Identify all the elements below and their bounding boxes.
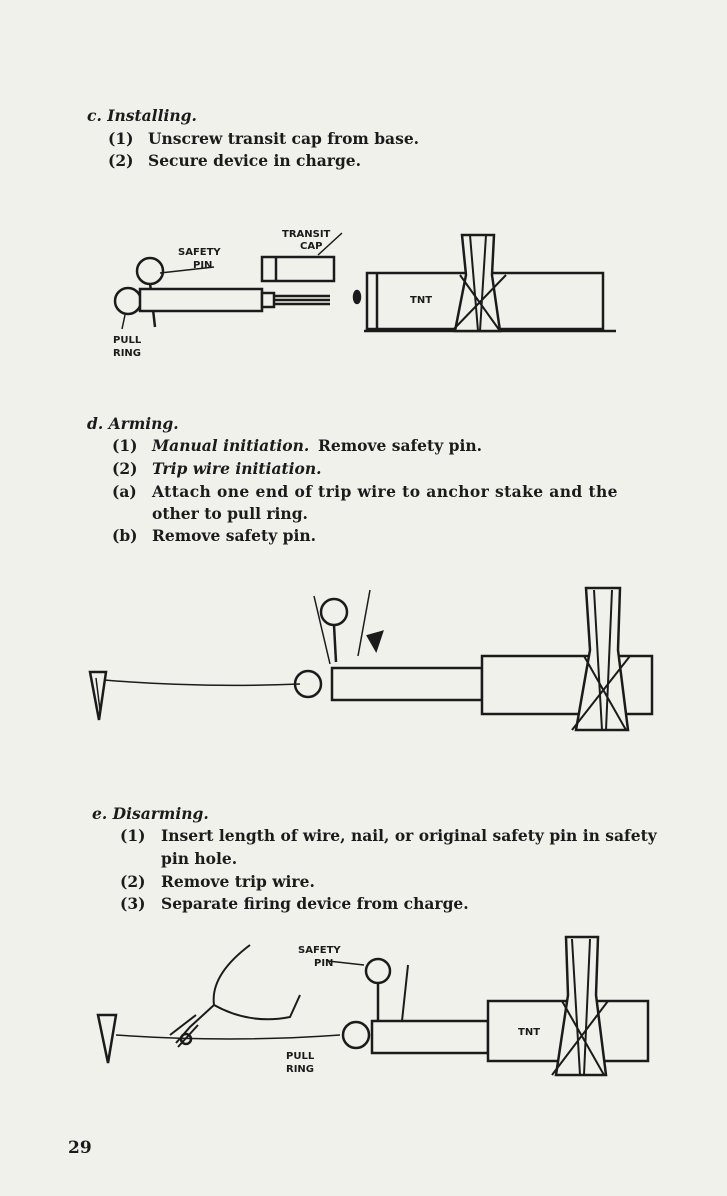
label-safety-pin: PIN <box>193 260 212 271</box>
safety-pin-icon <box>135 256 165 286</box>
step-number: (a) <box>112 482 137 501</box>
step-text-continued: pin hole. <box>161 849 238 868</box>
step-number: (1) <box>108 129 134 148</box>
label-pull-ring: RING <box>286 1064 314 1075</box>
step-number: (2) <box>120 872 146 891</box>
trip-wire <box>103 679 301 687</box>
pull-ring-icon <box>113 286 143 316</box>
arming-diagram <box>88 586 654 732</box>
disarming-diagram: SAFETY PIN PULL RING TNT <box>96 935 650 1077</box>
label-safety-pin: SAFETY <box>298 945 341 956</box>
label-tnt: TNT <box>410 295 432 306</box>
pull-ring-icon <box>293 669 323 699</box>
section-heading-arming: d. Arming. <box>87 414 179 433</box>
step-text-continued: other to pull ring. <box>152 504 308 523</box>
step-number: (b) <box>112 526 138 545</box>
label-tnt: TNT <box>518 1027 540 1038</box>
label-transit-cap: CAP <box>300 241 322 252</box>
section-heading-installing: c. Installing. <box>87 106 197 125</box>
anchor-stake <box>96 1013 118 1064</box>
step-number: (2) <box>108 151 134 170</box>
safety-pin-icon <box>319 597 349 627</box>
pull-ring-icon <box>341 1020 371 1050</box>
step-text: Insert length of wire, nail, or original… <box>161 826 657 845</box>
step-number: (3) <box>120 894 146 913</box>
step-lead: Trip wire initiation. <box>152 459 322 478</box>
step-text: Remove safety pin. <box>318 436 482 455</box>
step-number: (1) <box>112 436 138 455</box>
installing-diagram: TRANSIT CAP SAFETY PIN PULL RING TNT <box>113 229 616 359</box>
tnt-block <box>480 654 654 716</box>
step-text: Remove safety pin. <box>152 526 316 545</box>
step-text: Secure device in charge. <box>148 151 362 170</box>
tree-stump <box>574 586 630 732</box>
step-number: (1) <box>120 826 146 845</box>
label-safety-pin: PIN <box>314 958 333 969</box>
page-number: 29 <box>68 1138 92 1158</box>
label-transit-cap: TRANSIT <box>282 229 331 240</box>
label-pull-ring: RING <box>113 348 141 359</box>
label-pull-ring: PULL <box>286 1051 315 1062</box>
step-text: Separate firing device from charge. <box>161 894 469 913</box>
transit-cap <box>260 255 336 283</box>
step-text: Remove trip wire. <box>161 872 315 891</box>
hand-with-cutters <box>175 944 301 1044</box>
section-heading-disarming: e. Disarming. <box>92 804 209 823</box>
safety-pin-icon <box>364 957 392 985</box>
step-number: (2) <box>112 459 138 478</box>
label-pull-ring: PULL <box>113 335 142 346</box>
step-lead: Manual initiation. <box>152 436 310 455</box>
step-text: Attach one end of trip wire to anchor st… <box>152 482 618 501</box>
label-safety-pin: SAFETY <box>178 247 221 258</box>
trip-wire <box>115 1034 341 1040</box>
step-text: Unscrew transit cap from base. <box>148 129 420 148</box>
tree-stump <box>554 935 608 1077</box>
